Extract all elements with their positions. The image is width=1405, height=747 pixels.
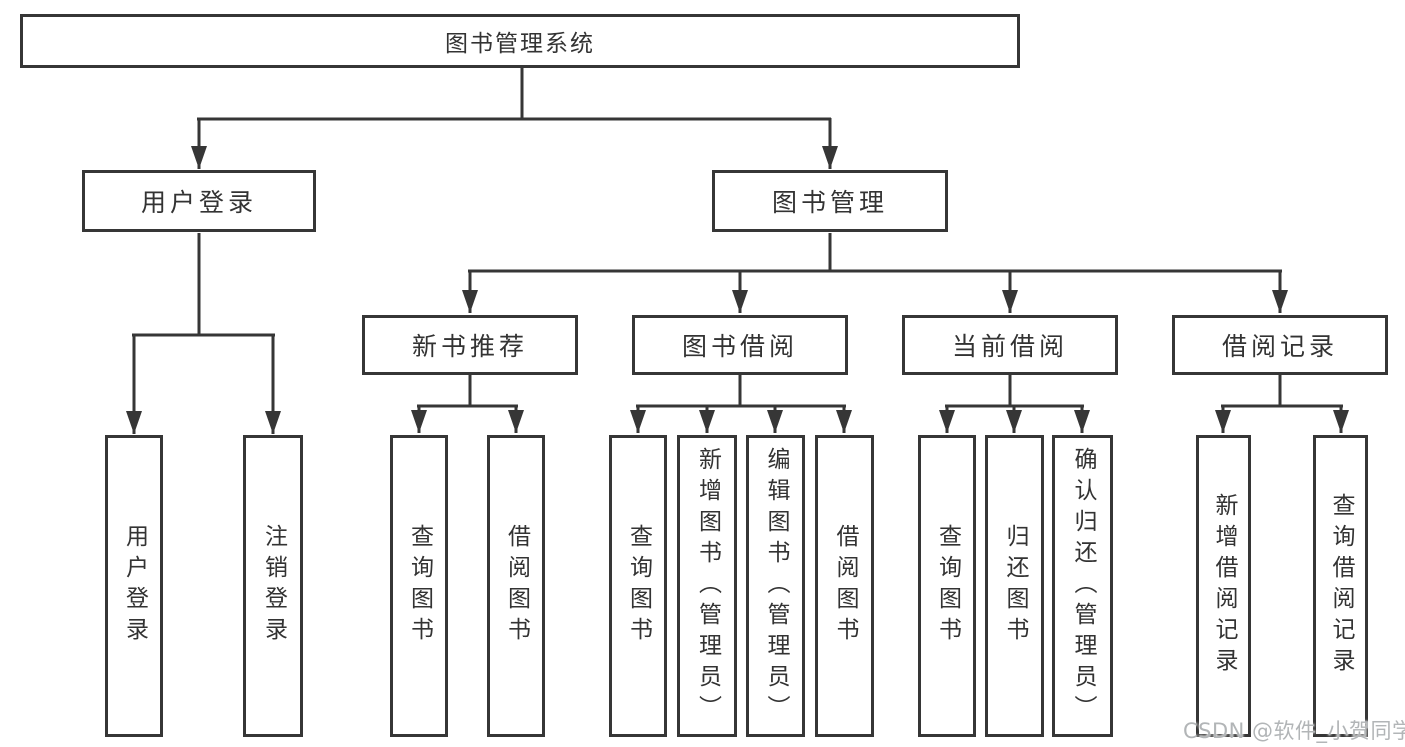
leaf-logout: 注销登录 — [243, 435, 303, 737]
leaf-confirm-return-admin: 确认归还（管理员） — [1052, 435, 1113, 737]
leaf-label: 确认归还（管理员） — [1070, 446, 1096, 726]
leaf-user-login: 用户登录 — [105, 435, 163, 737]
leaf-label: 新增图书（管理员） — [694, 446, 721, 726]
node-current-borrow: 当前借阅 — [902, 315, 1118, 375]
leaf-return-books: 归还图书 — [985, 435, 1044, 737]
leaf-query-books-borrow: 查询图书 — [609, 435, 667, 737]
csdn-watermark: CSDN @软件_小贺同学 — [1183, 719, 1405, 743]
leaf-query-books-recommend: 查询图书 — [390, 435, 448, 737]
leaf-label: 用户登录 — [121, 524, 148, 648]
leaf-add-borrow-record: 新增借阅记录 — [1196, 435, 1251, 737]
leaf-label: 查询借阅记录 — [1328, 493, 1354, 679]
node-book-management: 图书管理 — [712, 170, 948, 232]
node-book-borrow: 图书借阅 — [632, 315, 848, 375]
leaf-label: 编辑图书（管理员） — [763, 446, 789, 726]
leaf-edit-books-admin: 编辑图书（管理员） — [746, 435, 805, 737]
leaf-borrow-books-recommend: 借阅图书 — [487, 435, 545, 737]
leaf-label: 查询图书 — [934, 524, 961, 648]
leaf-query-borrow-record: 查询借阅记录 — [1313, 435, 1368, 737]
leaf-borrow-books: 借阅图书 — [815, 435, 874, 737]
node-user-login: 用户登录 — [82, 170, 316, 232]
leaf-label: 借阅图书 — [503, 524, 530, 648]
leaf-query-books-current: 查询图书 — [918, 435, 976, 737]
leaf-label: 查询图书 — [406, 524, 433, 648]
leaf-add-books-admin: 新增图书（管理员） — [677, 435, 737, 737]
leaf-label: 归还图书 — [1002, 524, 1028, 648]
node-library-system: 图书管理系统 — [20, 14, 1020, 68]
node-borrow-records: 借阅记录 — [1172, 315, 1388, 375]
node-new-book-recommend: 新书推荐 — [362, 315, 578, 375]
leaf-label: 查询图书 — [625, 524, 652, 648]
leaf-label: 新增借阅记录 — [1211, 493, 1237, 679]
leaf-label: 借阅图书 — [832, 524, 858, 648]
leaf-label: 注销登录 — [260, 524, 287, 648]
